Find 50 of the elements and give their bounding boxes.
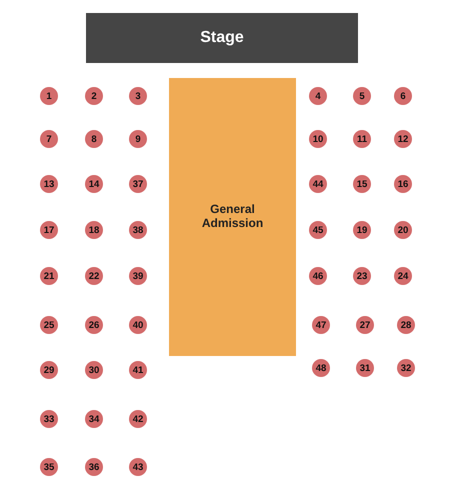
table-marker: 34 — [85, 410, 103, 428]
table-marker: 37 — [129, 175, 147, 193]
table-marker: 28 — [397, 316, 415, 334]
table-marker: 36 — [85, 458, 103, 476]
table-marker: 42 — [129, 410, 147, 428]
table-marker: 3 — [129, 87, 147, 105]
table-marker: 17 — [40, 221, 58, 239]
table-marker: 24 — [394, 267, 412, 285]
table-marker: 15 — [353, 175, 371, 193]
table-marker: 10 — [309, 130, 327, 148]
table-marker: 39 — [129, 267, 147, 285]
table-marker: 27 — [356, 316, 374, 334]
table-marker: 30 — [85, 361, 103, 379]
table-marker: 1 — [40, 87, 58, 105]
general-admission-area: General Admission — [169, 78, 296, 356]
table-marker: 47 — [312, 316, 330, 334]
table-marker: 16 — [394, 175, 412, 193]
table-marker: 31 — [356, 359, 374, 377]
table-marker: 9 — [129, 130, 147, 148]
table-marker: 29 — [40, 361, 58, 379]
table-marker: 41 — [129, 361, 147, 379]
stage-block: Stage — [86, 13, 358, 63]
table-marker: 48 — [312, 359, 330, 377]
table-marker: 12 — [394, 130, 412, 148]
table-marker: 23 — [353, 267, 371, 285]
table-marker: 20 — [394, 221, 412, 239]
table-marker: 43 — [129, 458, 147, 476]
table-marker: 46 — [309, 267, 327, 285]
table-marker: 11 — [353, 130, 371, 148]
table-marker: 40 — [129, 316, 147, 334]
table-marker: 25 — [40, 316, 58, 334]
table-marker: 35 — [40, 458, 58, 476]
table-marker: 2 — [85, 87, 103, 105]
table-marker: 44 — [309, 175, 327, 193]
table-marker: 32 — [397, 359, 415, 377]
table-marker: 14 — [85, 175, 103, 193]
table-marker: 19 — [353, 221, 371, 239]
table-marker: 22 — [85, 267, 103, 285]
table-marker: 6 — [394, 87, 412, 105]
table-marker: 45 — [309, 221, 327, 239]
table-marker: 5 — [353, 87, 371, 105]
table-marker: 26 — [85, 316, 103, 334]
table-marker: 33 — [40, 410, 58, 428]
table-marker: 21 — [40, 267, 58, 285]
table-marker: 7 — [40, 130, 58, 148]
table-marker: 4 — [309, 87, 327, 105]
table-marker: 13 — [40, 175, 58, 193]
table-marker: 38 — [129, 221, 147, 239]
table-marker: 8 — [85, 130, 103, 148]
table-marker: 18 — [85, 221, 103, 239]
